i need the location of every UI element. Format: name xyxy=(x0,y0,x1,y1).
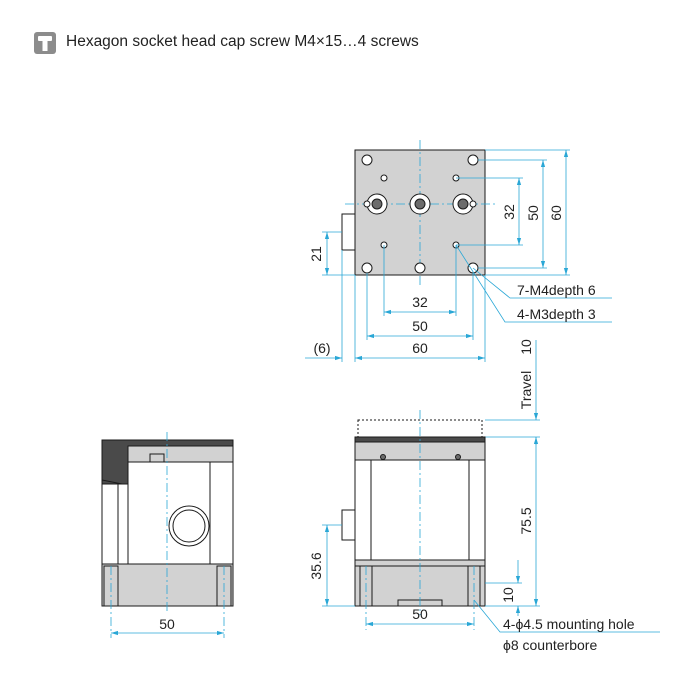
dim-top-50-v: 50 xyxy=(525,205,541,221)
top-hole xyxy=(414,262,426,274)
top-hole xyxy=(467,154,479,166)
dim-front-10: 10 xyxy=(500,587,516,603)
front-motor-stub xyxy=(341,509,356,541)
callout-mount-hole: 4-ϕ4.5 mounting hole xyxy=(503,616,635,632)
dim-top-6: (6) xyxy=(313,340,330,356)
screw-icon xyxy=(34,32,56,54)
side-view: 50 xyxy=(101,432,234,638)
top-view: 32 50 60 21 32 50 60 (6) 7-M4depth 6 4-M… xyxy=(305,140,612,362)
travel-dimension: 10 Travel xyxy=(485,339,540,445)
dim-front-35-6: 35.6 xyxy=(308,552,324,579)
dim-top-32-h: 32 xyxy=(412,294,428,310)
side-base xyxy=(101,563,234,607)
callout-counterbore: ϕ8 counterbore xyxy=(503,637,597,653)
top-hole xyxy=(361,154,373,166)
dim-top-50-h: 50 xyxy=(412,318,428,334)
top-small-hole xyxy=(380,174,388,182)
callout-m3: 4-M3depth 3 xyxy=(517,306,596,322)
top-hole xyxy=(361,262,373,274)
dim-front-50: 50 xyxy=(412,606,428,622)
travel-label: Travel xyxy=(518,371,534,409)
dim-top-32-v: 32 xyxy=(501,204,517,220)
dim-top-60-h: 60 xyxy=(412,340,428,356)
callout-m4: 7-M4depth 6 xyxy=(517,282,596,298)
dim-side-50: 50 xyxy=(159,616,175,632)
dim-travel-10: 10 xyxy=(518,339,534,355)
side-carriage xyxy=(127,445,234,463)
header-title: Hexagon socket head cap screw M4×15…4 sc… xyxy=(66,33,419,50)
dim-top-60-v: 60 xyxy=(548,205,564,221)
top-motor-stub xyxy=(341,213,356,251)
front-view: 75.5 10 35.6 50 4-ϕ4.5 mounting hole ϕ8 … xyxy=(308,410,660,653)
dim-top-21: 21 xyxy=(308,246,324,262)
dim-front-75-5: 75.5 xyxy=(518,507,534,534)
